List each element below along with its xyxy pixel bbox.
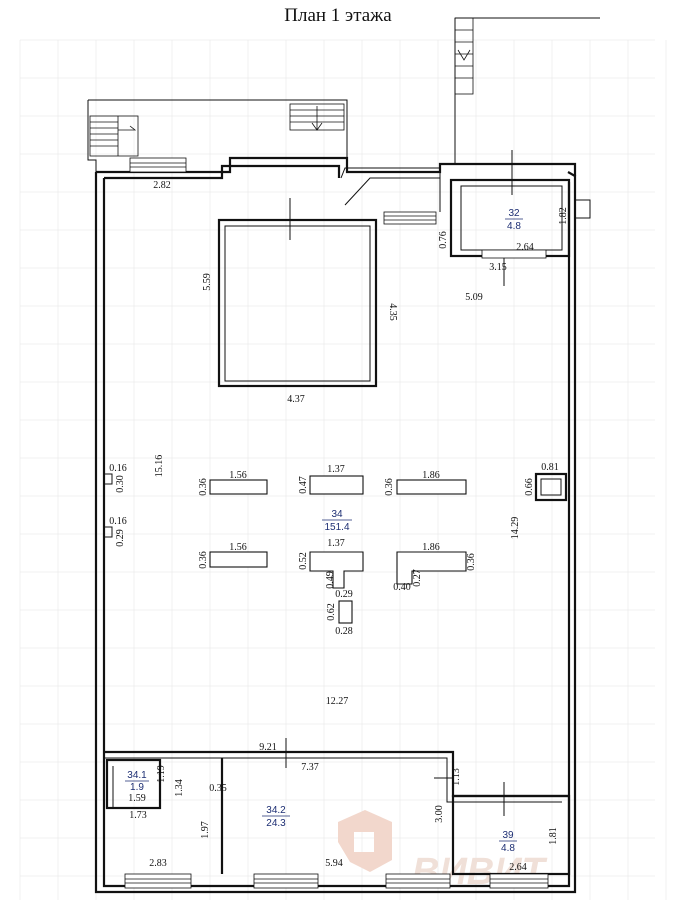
dim-0-36-c: 0.36 <box>198 551 209 569</box>
dim-1-37-a: 1.37 <box>327 464 345 475</box>
dim-12-27: 12.27 <box>326 696 349 707</box>
dim-2-82: 2.82 <box>153 180 171 191</box>
dim-1-56-b: 1.56 <box>229 542 247 553</box>
dim-0-76: 0.76 <box>438 231 449 249</box>
room-34-area: 151.4 <box>324 522 349 533</box>
dim-9-21: 9.21 <box>259 742 277 753</box>
dim-0-36-d: 0.36 <box>466 553 477 571</box>
dim-1-86-a: 1.86 <box>422 470 440 481</box>
window-bottom-2 <box>253 873 319 889</box>
stairs <box>89 17 474 157</box>
dim-0-36-b: 0.36 <box>384 478 395 496</box>
windows <box>124 157 549 889</box>
dim-1-86-b: 1.86 <box>422 542 440 553</box>
window-top-entry <box>383 211 437 225</box>
dim-5-94: 5.94 <box>325 858 343 869</box>
column-5 <box>309 551 364 589</box>
window-bottom-4 <box>489 873 549 889</box>
dim-0-27: 0.27 <box>412 569 423 587</box>
room-34-number: 34 <box>331 509 343 520</box>
room-34-2-number: 34.2 <box>266 805 286 816</box>
dim-1-73: 1.73 <box>129 810 147 821</box>
dim-3-15: 3.15 <box>489 262 507 273</box>
columns <box>209 475 467 624</box>
window-bottom-1 <box>124 873 192 889</box>
room-34-1-area: 1.9 <box>130 782 144 793</box>
dim-1-19: 1.19 <box>156 765 167 783</box>
dim-2-64-top: 2.64 <box>516 242 534 253</box>
room-34-2-area: 24.3 <box>266 818 286 829</box>
dim-5-59: 5.59 <box>202 273 213 291</box>
window-top-left <box>129 157 187 173</box>
dim-4-35: 4.35 <box>387 303 398 321</box>
room-32-area: 4.8 <box>507 221 521 232</box>
dim-7-37: 7.37 <box>301 762 319 773</box>
dim-0-29-left: 0.29 <box>115 529 126 547</box>
dim-0-52: 0.52 <box>298 552 309 570</box>
stair-left <box>89 115 139 157</box>
dim-1-59: 1.59 <box>128 793 146 804</box>
watermark-logo-icon <box>338 810 392 872</box>
window-room32 <box>481 249 547 259</box>
dimension-labels: 2.82 5.59 4.35 4.37 0.76 1.82 2.64 3.15 … <box>109 180 569 873</box>
dim-1-34: 1.34 <box>174 779 185 797</box>
dim-2-83: 2.83 <box>149 858 167 869</box>
background-grid <box>19 39 667 900</box>
column-7 <box>338 600 353 624</box>
stair-right <box>454 17 474 95</box>
plan-title: План 1 этажа <box>284 5 392 26</box>
room-39-area: 4.8 <box>501 843 515 854</box>
column-3 <box>396 479 467 495</box>
dim-0-16-b: 0.16 <box>109 516 127 527</box>
dim-0-62: 0.62 <box>326 603 337 621</box>
dim-0-36-a: 0.36 <box>198 478 209 496</box>
column-6 <box>396 551 467 585</box>
dim-3-00: 3.00 <box>434 805 445 823</box>
stair-center <box>289 103 345 131</box>
room-39-number: 39 <box>502 830 514 841</box>
dim-14-29: 14.29 <box>510 517 521 540</box>
dim-1-81: 1.81 <box>548 827 559 845</box>
dim-0-47: 0.47 <box>298 476 309 494</box>
window-bottom-3 <box>385 873 451 889</box>
dim-0-81: 0.81 <box>541 462 559 473</box>
room-32-number: 32 <box>508 208 520 219</box>
dim-0-35: 0.35 <box>209 783 227 794</box>
dim-1-97: 1.97 <box>200 821 211 839</box>
dim-0-49: 0.49 <box>325 571 336 589</box>
dim-1-56-a: 1.56 <box>229 470 247 481</box>
room-labels: 32 4.8 34 151.4 34.1 1.9 34.2 24.3 39 4.… <box>125 208 523 854</box>
column-1 <box>209 479 268 495</box>
dim-1-13: 1.13 <box>451 768 462 786</box>
dim-0-40: 0.40 <box>393 582 411 593</box>
dim-5-09: 5.09 <box>465 292 483 303</box>
dim-0-28: 0.28 <box>335 626 353 637</box>
dim-15-16: 15.16 <box>154 455 165 478</box>
column-4 <box>209 551 268 568</box>
dim-0-16-a: 0.16 <box>109 463 127 474</box>
dim-0-66: 0.66 <box>524 478 535 496</box>
dim-1-37-b: 1.37 <box>327 538 345 549</box>
column-2 <box>309 475 364 495</box>
section-marks <box>285 150 513 816</box>
room-34-1-number: 34.1 <box>127 770 147 781</box>
dim-4-37: 4.37 <box>287 394 305 405</box>
dim-0-30: 0.30 <box>115 475 126 493</box>
dim-0-29: 0.29 <box>335 589 353 600</box>
dim-2-64-bottom: 2.64 <box>509 862 527 873</box>
dim-1-82: 1.82 <box>558 207 569 225</box>
